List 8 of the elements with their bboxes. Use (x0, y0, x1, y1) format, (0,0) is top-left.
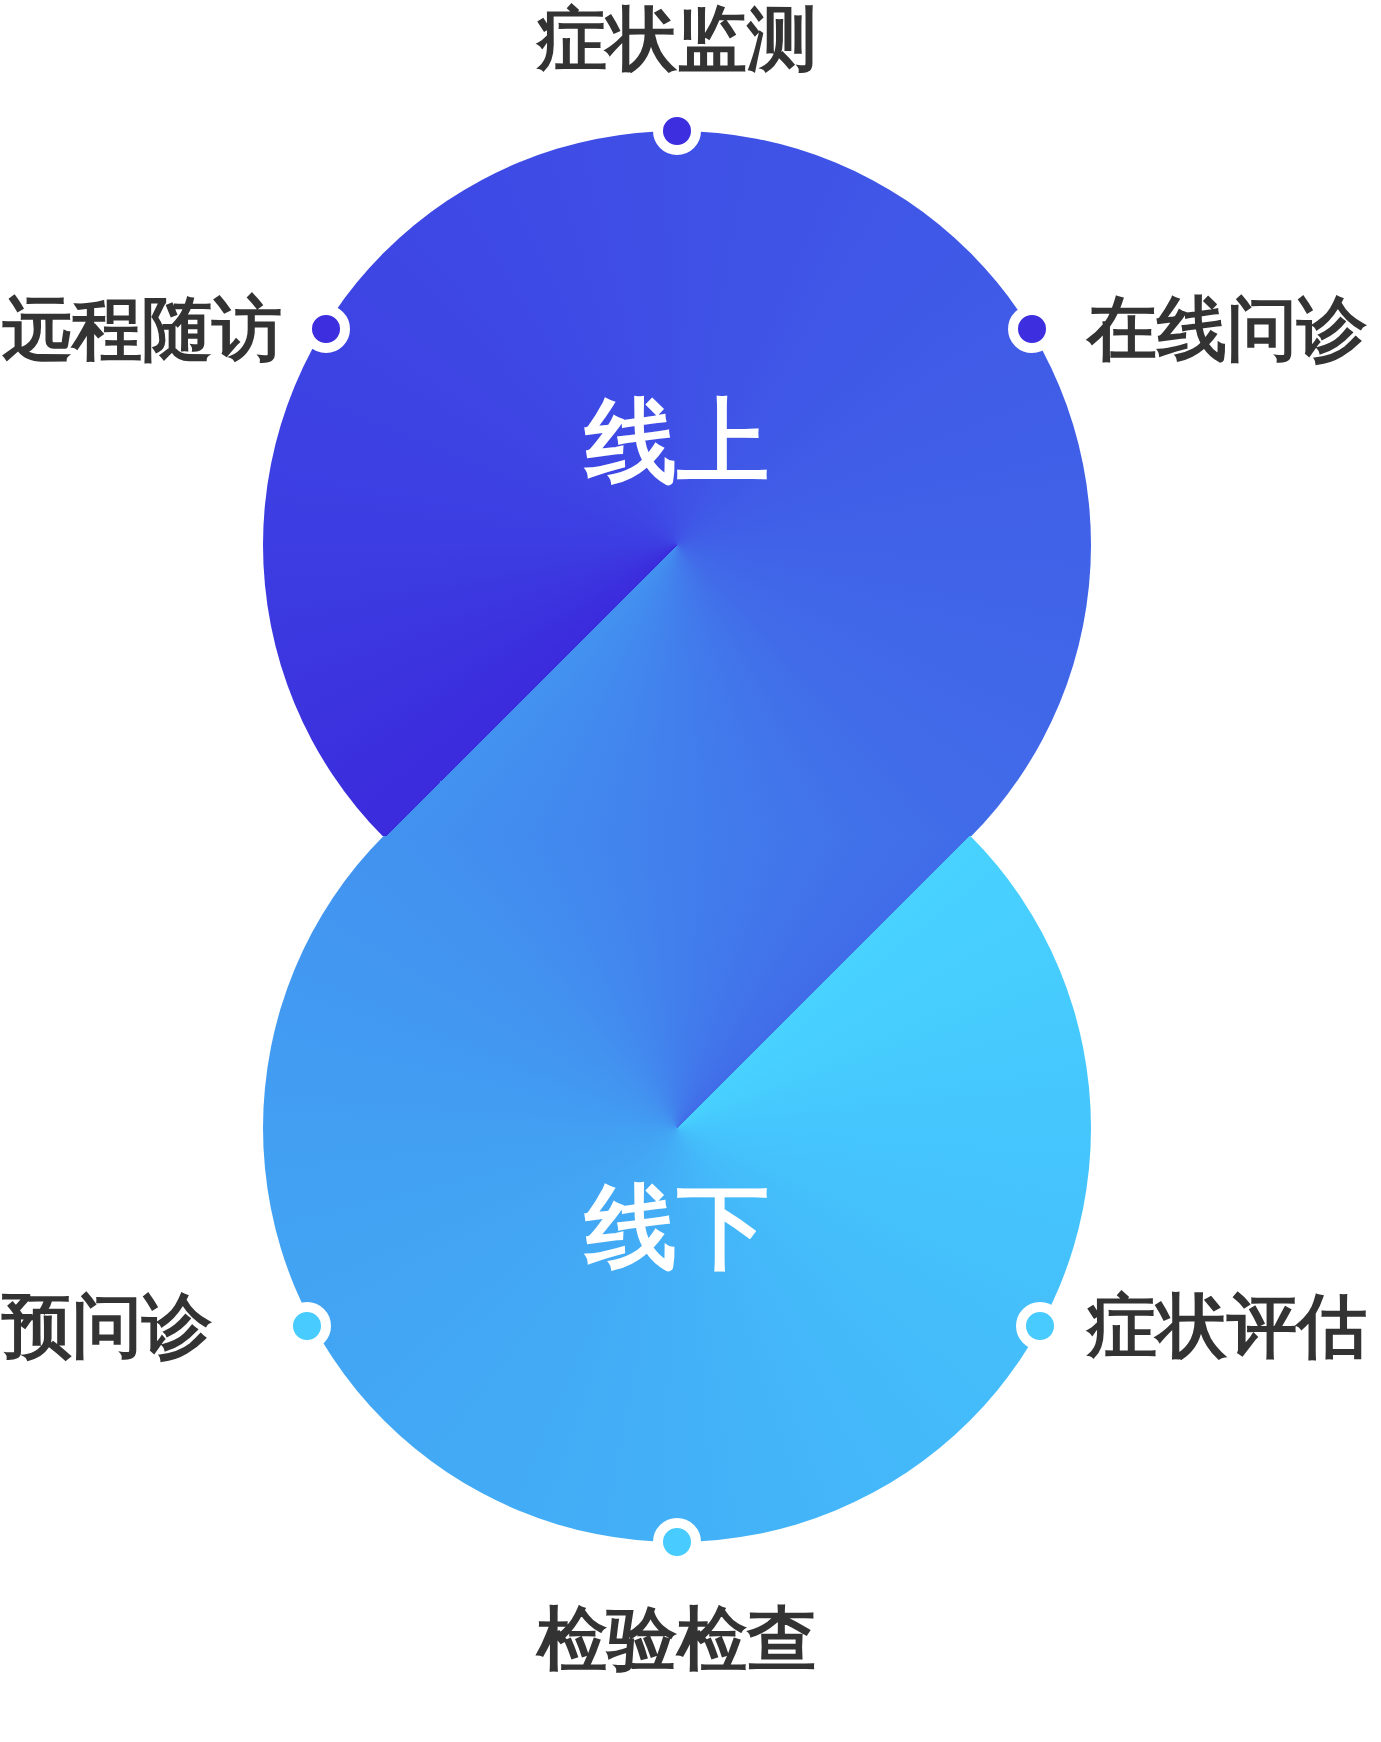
side-label: 远程随访 (2, 290, 282, 368)
side-label: 预问诊 (2, 1287, 212, 1365)
side-label: 症状评估 (1087, 1287, 1367, 1365)
side-label: 检验检查 (534, 1600, 818, 1678)
loop-title: 线下 (583, 1178, 770, 1278)
side-label: 症状监测 (535, 0, 818, 78)
loop-title: 线上 (583, 392, 770, 492)
side-label: 在线问诊 (1087, 290, 1367, 368)
